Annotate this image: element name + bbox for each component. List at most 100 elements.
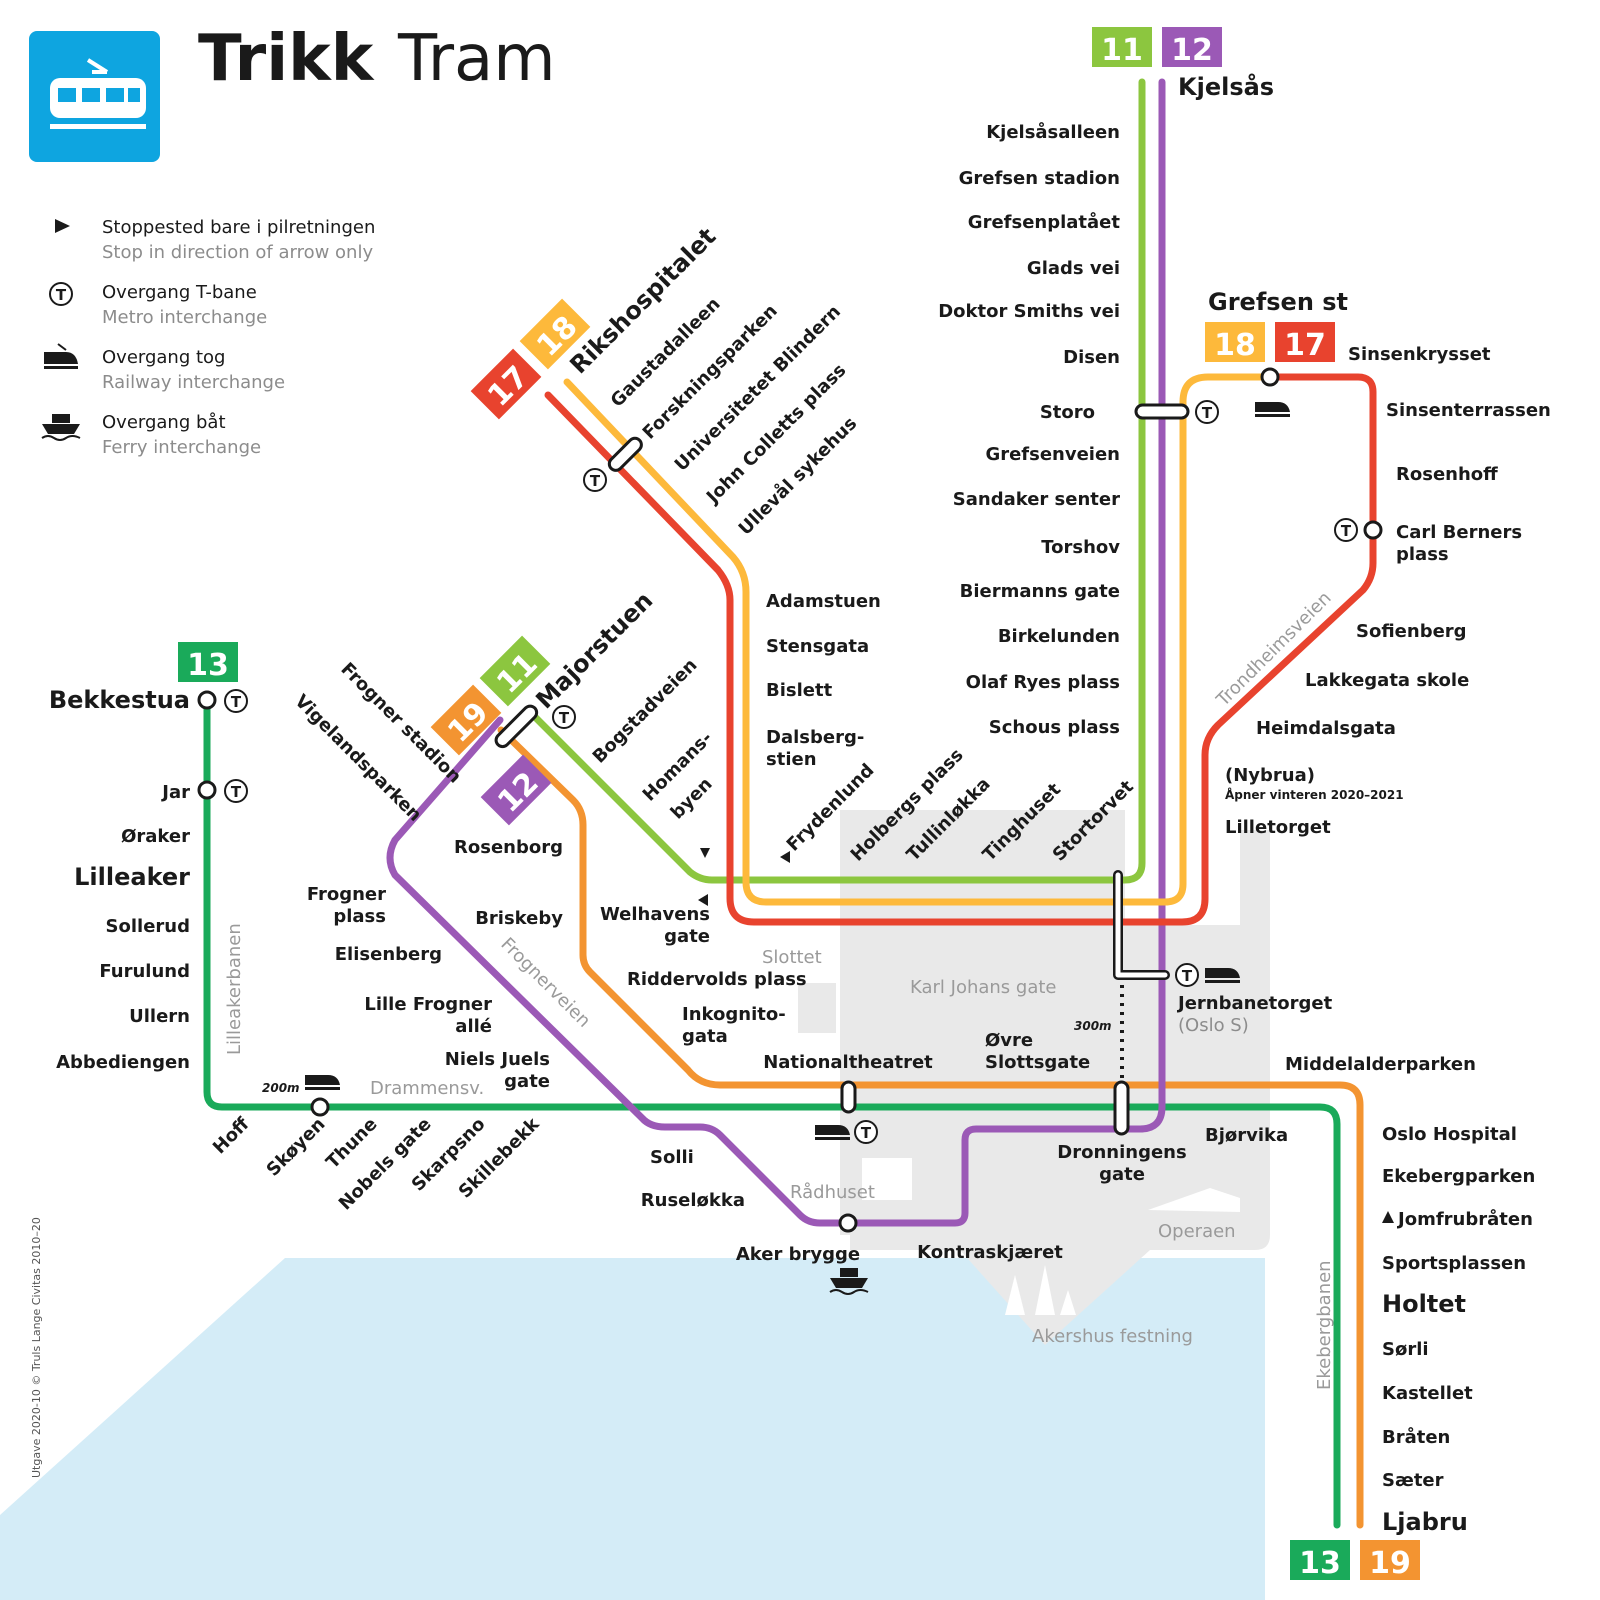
station-biermanns: Biermanns gate — [960, 581, 1120, 602]
svg-text:T: T — [231, 693, 242, 711]
station-welhavens-1: Welhavens — [600, 904, 710, 925]
aker-brygge-stop — [838, 1213, 858, 1233]
station-nybrua-note: Åpner vinteren 2020–2021 — [1225, 787, 1404, 802]
skoyen-stop — [310, 1097, 330, 1117]
svg-text:T: T — [56, 286, 67, 304]
terminus-kjelsas: Kjelsås — [1178, 72, 1274, 101]
dronningens-interchange — [1113, 1080, 1130, 1136]
svg-text:12: 12 — [1171, 33, 1213, 68]
station-sandaker: Sandaker senter — [953, 489, 1120, 510]
line-11 — [524, 78, 1146, 884]
street-karl-johans: Karl Johans gate — [910, 977, 1057, 998]
station-nobels: Nobels gate — [335, 1114, 436, 1215]
station-ovre-2: Slottsgate — [985, 1052, 1090, 1073]
line-19 — [497, 726, 1364, 1529]
station-ruselokka: Ruseløkka — [641, 1190, 745, 1211]
station-oraker: Øraker — [121, 826, 190, 847]
station-aker-brygge: Aker brygge — [736, 1244, 860, 1265]
svg-text:T: T — [590, 472, 601, 490]
storo-interchange — [1134, 403, 1190, 420]
station-torshov: Torshov — [1041, 537, 1120, 558]
station-rosenhoff: Rosenhoff — [1396, 464, 1498, 485]
station-niels-juels-2: gate — [504, 1071, 550, 1092]
metro-icon-bekkestua: T — [224, 689, 248, 713]
svg-text:18: 18 — [1214, 328, 1256, 363]
station-olaf-ryes: Olaf Ryes plass — [966, 672, 1120, 693]
station-stensgata: Stensgata — [766, 636, 869, 657]
castle-icon — [1005, 1265, 1076, 1315]
line-12 — [386, 78, 1166, 1227]
train-icon-grefsen — [1255, 402, 1290, 417]
station-sorli: Sørli — [1382, 1339, 1429, 1360]
badge-kjelsas-11: 11 — [1092, 27, 1152, 68]
station-lille-frogner-2: allé — [455, 1016, 492, 1037]
terminus-lilleaker: Lilleaker — [74, 863, 190, 891]
station-oslo-hospital: Oslo Hospital — [1382, 1124, 1517, 1145]
station-jar: Jar — [160, 782, 190, 803]
station-carl-berners-1: Carl Berners — [1396, 522, 1522, 543]
arrow-icon-welhavens — [700, 848, 710, 858]
station-dalsberg-2: stien — [766, 749, 817, 770]
station-nationaltheatret: Nationaltheatret — [763, 1052, 933, 1073]
slottet-park — [798, 983, 836, 1033]
bekkestua-stop — [197, 690, 217, 710]
landmark-slottet: Slottet — [762, 947, 822, 968]
station-furulund: Furulund — [99, 961, 190, 982]
station-birkelunden: Birkelunden — [998, 626, 1120, 647]
line-13 — [203, 701, 1341, 1529]
badge-kjelsas-12: 12 — [1162, 27, 1222, 68]
legend-ferry-main: Overgang båt — [102, 412, 226, 433]
badge-ljabru-13: 13 — [1290, 1540, 1350, 1581]
station-lilletorget: Lilletorget — [1225, 817, 1331, 838]
jar-stop — [197, 780, 217, 800]
station-abbediengen: Abbediengen — [56, 1052, 190, 1073]
grefsen-stop — [1260, 367, 1280, 387]
station-disen: Disen — [1063, 347, 1120, 368]
title-normal: Tram — [397, 22, 556, 96]
station-welhavens-2: gate — [664, 926, 710, 947]
legend-train-sub: Railway interchange — [102, 372, 285, 393]
station-lille-frogner-1: Lille Frogner — [364, 994, 492, 1015]
station-grefsenplataet: Grefsenplatået — [968, 211, 1121, 233]
terminus-rikshospitalet: Rikshospitalet — [564, 222, 721, 379]
terminus-holtet: Holtet — [1382, 1290, 1466, 1318]
train-icon-jernbanetorget — [1205, 968, 1240, 983]
badge-grefsen-18: 18 — [1205, 322, 1265, 363]
fjord-water — [0, 1258, 1265, 1600]
station-dalsberg-1: Dalsberg- — [766, 727, 864, 748]
station-doktor-smiths: Doktor Smiths vei — [938, 301, 1120, 322]
station-kastellet: Kastellet — [1382, 1383, 1473, 1404]
station-grefsen-stadion: Grefsen stadion — [959, 168, 1120, 189]
majorstuen-interchange — [494, 704, 539, 749]
metro-icon-nationaltheatret: T — [854, 1120, 878, 1144]
line-17 — [544, 373, 1377, 926]
landmark-operaen: Operaen — [1158, 1221, 1236, 1242]
title-bold: Trikk — [198, 22, 375, 96]
svg-text:13: 13 — [1299, 1546, 1341, 1581]
landmark-akershus: Akershus festning — [1032, 1326, 1193, 1347]
landmark-radhuset: Rådhuset — [790, 1182, 875, 1203]
svg-text:13: 13 — [187, 648, 229, 683]
carl-berners-stop — [1363, 520, 1383, 540]
metro-icon-carl-berners: T — [1334, 518, 1358, 542]
terminus-bekkestua: Bekkestua — [49, 686, 190, 714]
train-icon — [44, 343, 78, 369]
svg-text:T: T — [1202, 404, 1213, 422]
metro-icon-storo: T — [1195, 400, 1219, 424]
station-jernbanetorget-1: Jernbanetorget — [1176, 993, 1333, 1014]
metro-icon-forskningsparken: T — [583, 468, 607, 492]
svg-text:T: T — [861, 1124, 872, 1142]
arrow-icon-jomfrubraten — [1382, 1211, 1394, 1223]
legend-metro-sub: Metro interchange — [102, 307, 267, 328]
station-ekebergparken: Ekebergparken — [1382, 1166, 1535, 1187]
legend-arrow-main: Stoppested bare i pilretningen — [102, 217, 375, 238]
station-heimdalsgata: Heimdalsgata — [1256, 718, 1396, 739]
svg-text:19: 19 — [1369, 1546, 1411, 1581]
train-icon-skoyen — [305, 1075, 340, 1090]
station-inkognito-2: gata — [682, 1026, 728, 1047]
credit-text: Utgave 2020-10 © Truls Lange Civitas 201… — [30, 1217, 43, 1478]
station-solli: Solli — [650, 1147, 694, 1168]
station-dronningens-1: Dronningens — [1057, 1142, 1186, 1163]
train-icon-nationaltheatret — [815, 1125, 850, 1140]
station-glads-vei: Glads vei — [1027, 258, 1120, 279]
